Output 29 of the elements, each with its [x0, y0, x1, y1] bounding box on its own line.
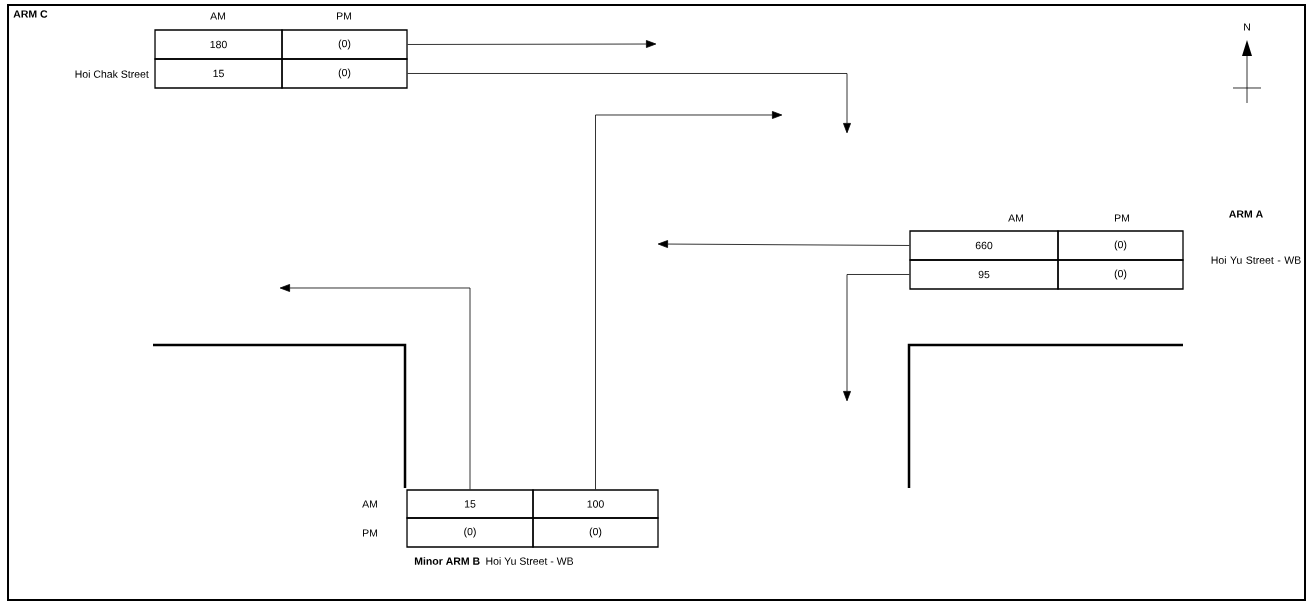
table-cell: (0): [1057, 230, 1184, 261]
label-text: AM: [362, 500, 377, 508]
table-cell: (0): [281, 29, 408, 60]
label-text: ARM A: [1229, 210, 1263, 218]
arrow: [595, 111, 783, 490]
label-text: Hoi Yu Street - WB: [1211, 256, 1301, 264]
arrow: [843, 274, 910, 402]
label-text: Minor ARM B: [414, 557, 480, 565]
label-text: PM: [363, 529, 377, 537]
table-cell: 100: [532, 489, 659, 519]
arrow: [657, 240, 910, 248]
label-text: Hoi Chak Street: [75, 70, 149, 78]
table-cell: (0): [532, 517, 659, 548]
table-cell: (0): [1057, 259, 1184, 290]
arrow: [407, 73, 851, 134]
table-cell: 660: [909, 230, 1059, 261]
table-cell: (0): [406, 517, 534, 548]
label-text: PM: [337, 12, 351, 20]
table-cell: (0): [281, 58, 408, 89]
label-text: ARM C: [13, 10, 48, 18]
label-text: AM: [210, 12, 225, 20]
table-cell: 95: [909, 259, 1059, 290]
table-cell: 15: [154, 58, 283, 89]
arrow: [407, 40, 657, 48]
label-text: Hoi Yu Street - WB: [486, 557, 574, 565]
table-cell: 15: [406, 489, 534, 519]
table-cell: 180: [154, 29, 283, 60]
arrow: [279, 284, 471, 490]
label-text: N: [1244, 23, 1250, 31]
